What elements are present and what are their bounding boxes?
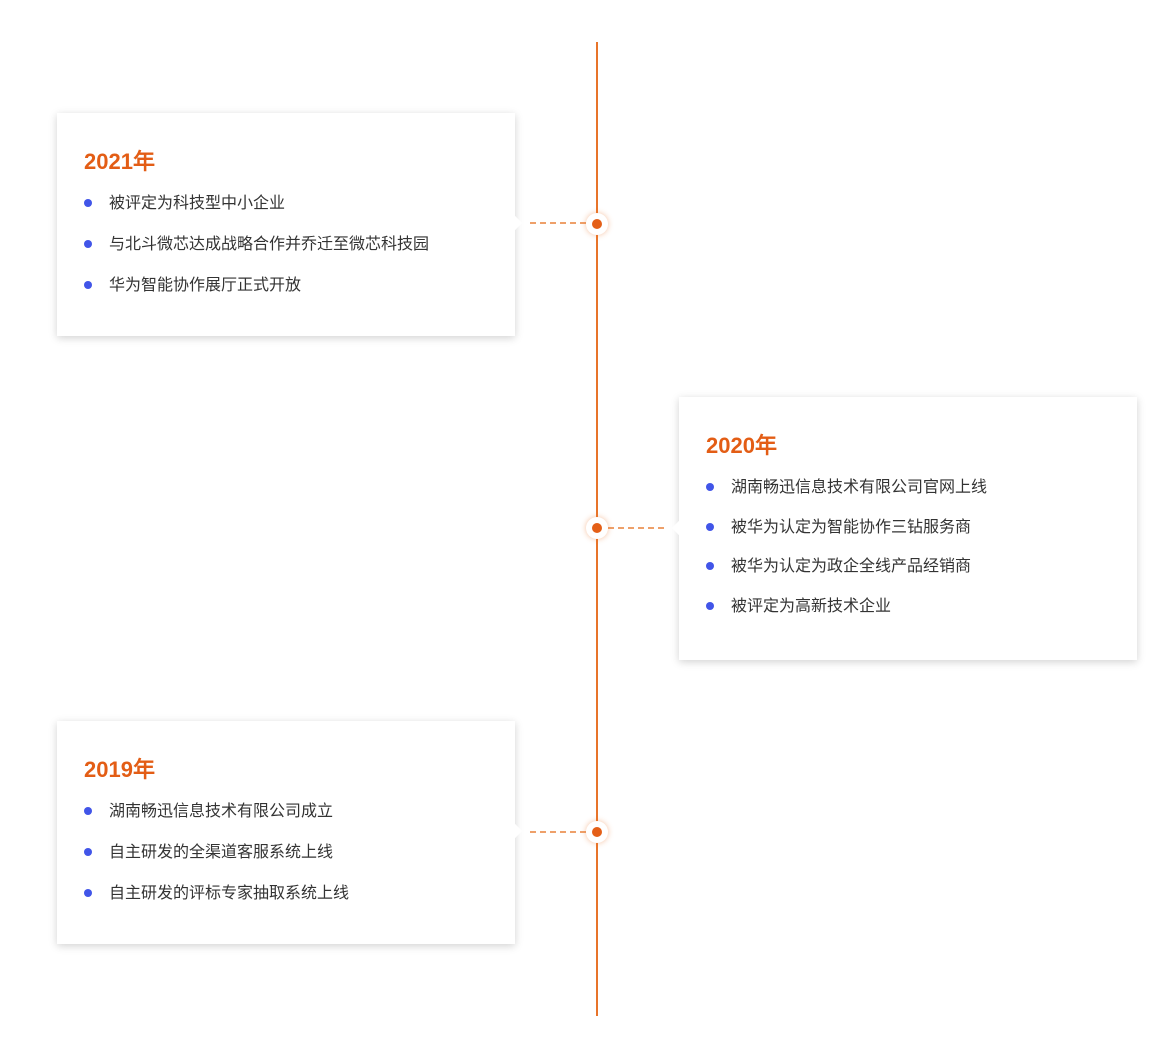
milestone-list: 被评定为科技型中小企业 与北斗微芯达成战略合作并乔迁至微芯科技园 华为智能协作展… [84,191,489,297]
milestone-text: 被评定为科技型中小企业 [109,193,286,212]
milestone-text: 与北斗微芯达成战略合作并乔迁至微芯科技园 [109,234,430,253]
card-pointer [507,215,523,231]
milestone-text: 湖南畅迅信息技术有限公司官网上线 [731,477,988,496]
bullet-dot-icon [84,889,92,897]
year-heading: 2020年 [706,433,777,458]
milestone-item: 被评定为高新技术企业 [706,594,1111,618]
timeline-node-2019 [586,821,608,843]
bullet-dot-icon [706,483,714,491]
card-pointer [507,823,523,839]
connector-2021 [530,222,586,224]
connector-2019 [530,831,586,833]
bullet-dot-icon [706,522,714,531]
milestone-item: 被华为认定为智能协作三钻服务商 [706,515,1111,539]
connector-2020 [608,527,664,529]
milestone-text: 被华为认定为政企全线产品经销商 [731,556,972,575]
milestone-item: 被评定为科技型中小企业 [84,191,489,215]
year-heading: 2021年 [84,149,155,174]
milestone-text: 被华为认定为智能协作三钻服务商 [731,516,972,536]
timeline-node-2020 [586,517,608,539]
milestone-item: 湖南畅迅信息技术有限公司官网上线 [706,475,1111,499]
bullet-dot-icon [84,281,92,289]
timeline-node-2021 [586,213,608,235]
milestone-item: 自主研发的全渠道客服系统上线 [84,840,489,864]
milestone-item: 湖南畅迅信息技术有限公司成立 [84,799,489,823]
year-heading: 2019年 [84,757,155,782]
bullet-dot-icon [84,848,92,856]
bullet-dot-icon [84,807,92,815]
timeline-card-2021: 2021年 被评定为科技型中小企业 与北斗微芯达成战略合作并乔迁至微芯科技园 华… [57,113,523,336]
milestone-item: 华为智能协作展厅正式开放 [84,273,489,297]
bullet-dot-icon [84,199,92,207]
timeline-card-2020: 2020年 湖南畅迅信息技术有限公司官网上线 被华为认定为智能协作三钻服务商 被… [671,397,1137,660]
card-pointer [671,520,687,536]
milestone-item: 自主研发的评标专家抽取系统上线 [84,881,489,905]
milestone-text: 自主研发的评标专家抽取系统上线 [109,883,350,902]
milestone-text: 被评定为高新技术企业 [731,595,892,615]
bullet-dot-icon [706,601,714,610]
timeline-card-2019: 2019年 湖南畅迅信息技术有限公司成立 自主研发的全渠道客服系统上线 自主研发… [57,721,523,944]
bullet-dot-icon [84,240,92,248]
milestone-list: 湖南畅迅信息技术有限公司成立 自主研发的全渠道客服系统上线 自主研发的评标专家抽… [84,799,489,905]
milestone-list: 湖南畅迅信息技术有限公司官网上线 被华为认定为智能协作三钻服务商 被华为认定为政… [706,475,1111,618]
milestone-text: 华为智能协作展厅正式开放 [109,275,302,294]
bullet-dot-icon [706,562,714,570]
milestone-text: 湖南畅迅信息技术有限公司成立 [109,801,334,820]
milestone-text: 自主研发的全渠道客服系统上线 [109,842,334,861]
milestone-item: 与北斗微芯达成战略合作并乔迁至微芯科技园 [84,232,489,256]
milestone-item: 被华为认定为政企全线产品经销商 [706,554,1111,578]
